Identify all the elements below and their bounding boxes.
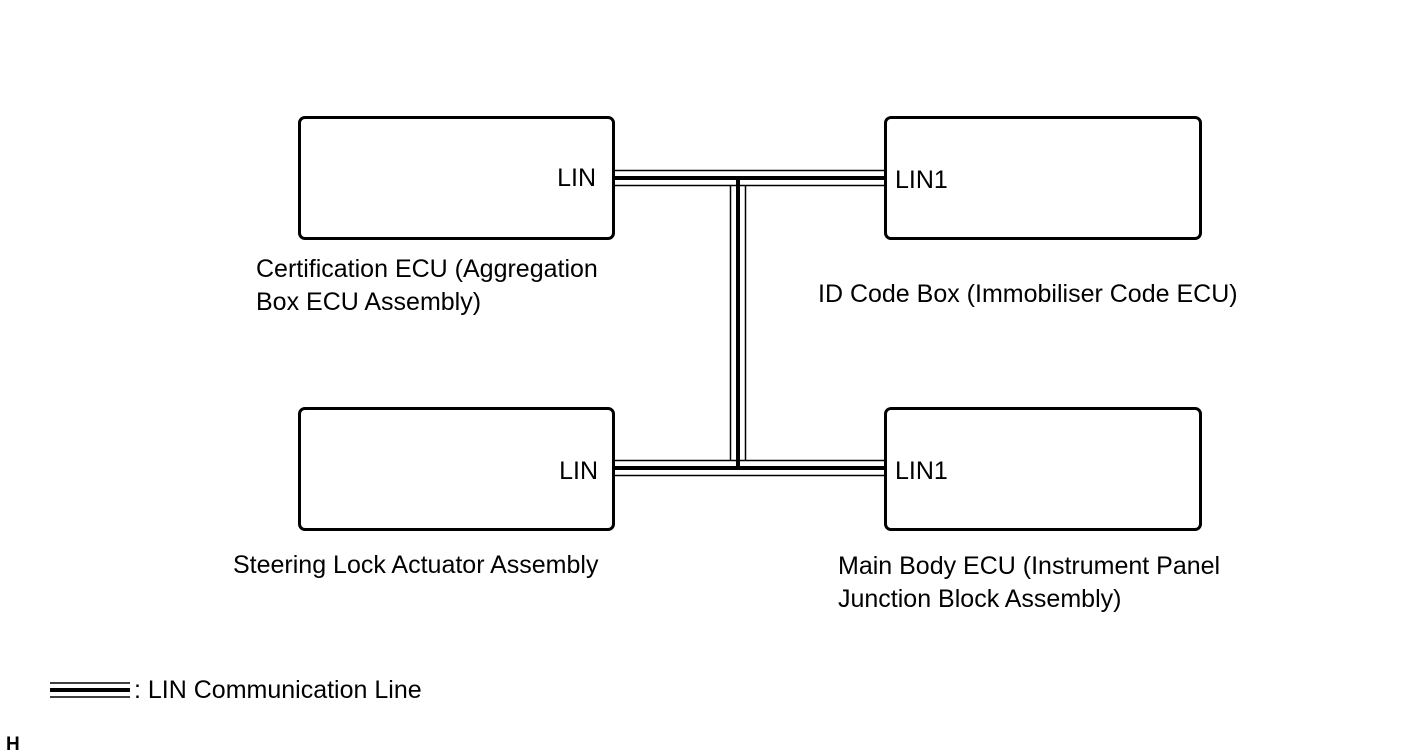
- lin-line-top: [614, 169, 885, 187]
- certification-ecu-lin-terminal: LIN: [557, 164, 596, 192]
- id-code-box-caption: ID Code Box (Immobiliser Code ECU): [818, 280, 1238, 308]
- lin-line-bottom: [614, 459, 885, 477]
- certification-ecu-caption-line1: Certification ECU (Aggregation: [256, 255, 598, 283]
- certification-ecu-caption-line2: Box ECU Assembly): [256, 288, 482, 316]
- steering-lock-actuator-box: LIN: [298, 407, 615, 531]
- main-body-ecu-caption: Main Body ECU (Instrument Panel Junction…: [838, 550, 1220, 616]
- legend-lin-line-symbol: [50, 682, 130, 698]
- main-body-ecu-caption-line2: Junction Block Assembly): [838, 585, 1122, 613]
- id-code-box-lin1-terminal: LIN1: [895, 166, 948, 194]
- lin-line-vertical: [729, 178, 747, 468]
- id-code-box-box: LIN1: [884, 116, 1202, 240]
- steering-lock-caption: Steering Lock Actuator Assembly: [233, 551, 599, 579]
- certification-ecu-caption: Certification ECU (Aggregation Box ECU A…: [256, 253, 598, 319]
- main-body-ecu-caption-line1: Main Body ECU (Instrument Panel: [838, 552, 1221, 580]
- corner-mark: H: [6, 734, 20, 755]
- legend-label: : LIN Communication Line: [134, 676, 422, 704]
- steering-lock-lin-terminal: LIN: [559, 457, 598, 485]
- main-body-ecu-box: LIN1: [884, 407, 1202, 531]
- certification-ecu-box: LIN: [298, 116, 615, 240]
- main-body-ecu-lin1-terminal: LIN1: [895, 457, 948, 485]
